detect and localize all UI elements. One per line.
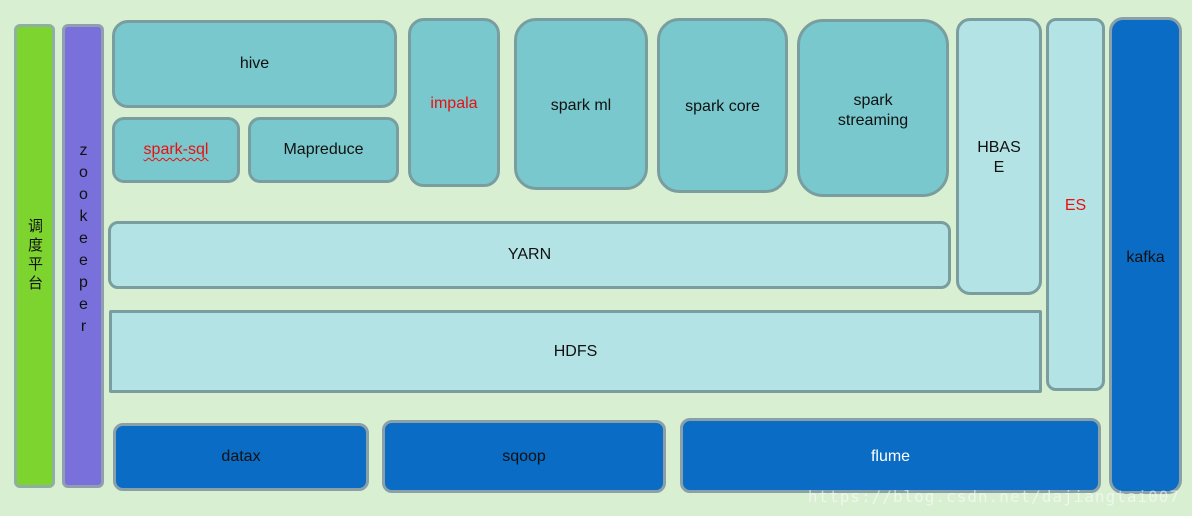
- datax-label: datax: [221, 448, 261, 465]
- sqoop-box: sqoop: [382, 420, 666, 493]
- hive-label: hive: [239, 55, 270, 72]
- mapreduce-box: Mapreduce: [248, 117, 399, 183]
- es-box: ES: [1046, 18, 1105, 391]
- datax-box: datax: [113, 423, 369, 491]
- spark-sql-box: spark-sql: [112, 117, 240, 183]
- spark-streaming-box: spark streaming: [797, 19, 949, 197]
- zookeeper-column: zookeeper: [62, 24, 104, 488]
- hdfs-box: HDFS: [109, 310, 1042, 393]
- spark-core-box: spark core: [657, 18, 788, 193]
- es-label: ES: [1064, 197, 1087, 214]
- impala-box: impala: [408, 18, 500, 187]
- flume-label: flume: [870, 448, 911, 465]
- spark-sql-label: spark-sql: [143, 141, 209, 158]
- watermark: https://blog.csdn.net/dajiangtai007: [807, 487, 1180, 506]
- yarn-label: YARN: [507, 246, 552, 263]
- yarn-box: YARN: [108, 221, 951, 289]
- spark-core-label: spark core: [685, 98, 760, 115]
- kafka-label: kafka: [1126, 249, 1165, 266]
- hive-box: hive: [112, 20, 397, 108]
- sqoop-label: sqoop: [502, 447, 546, 465]
- kafka-box: kafka: [1109, 17, 1182, 494]
- spark-streaming-label: spark streaming: [837, 92, 909, 129]
- scheduler-platform-column: 调度平台: [14, 24, 55, 488]
- impala-label: impala: [430, 95, 478, 112]
- mapreduce-label: Mapreduce: [283, 141, 364, 158]
- hbase-label: HBAS E: [977, 139, 1021, 176]
- spark-ml-box: spark ml: [514, 18, 648, 190]
- hdfs-label: HDFS: [553, 342, 598, 360]
- scheduler-platform-label: 调度平台: [26, 218, 43, 294]
- hbase-box: HBAS E: [956, 18, 1042, 295]
- zookeeper-label: zookeeper: [75, 142, 92, 340]
- flume-box: flume: [680, 418, 1101, 493]
- spark-ml-label: spark ml: [550, 97, 612, 114]
